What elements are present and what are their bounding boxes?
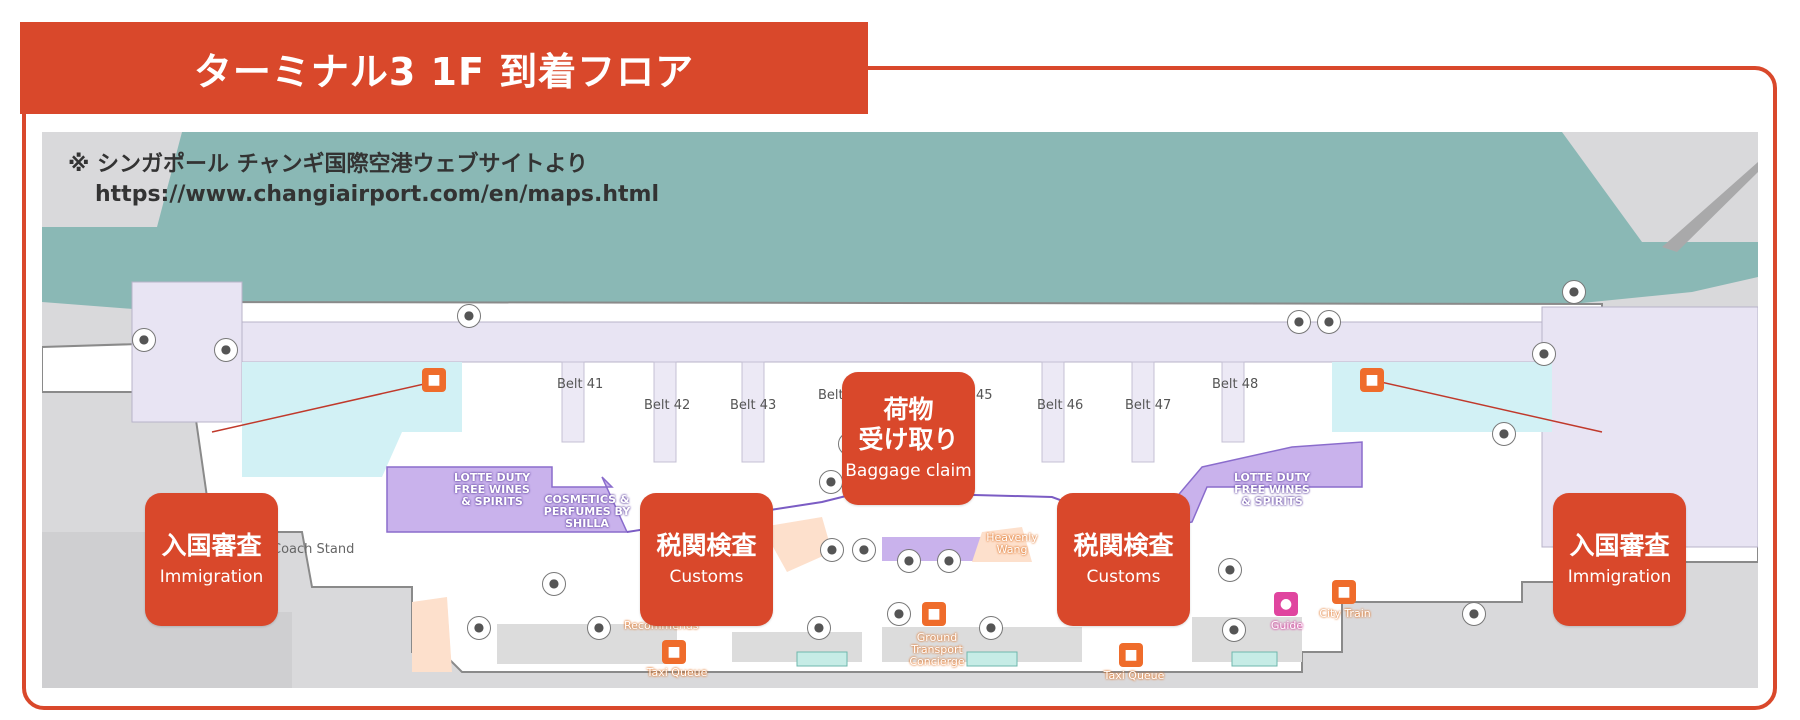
right-belt-hall — [1332, 362, 1552, 432]
belt-47-label: Belt 47 — [1125, 398, 1172, 413]
restroom-icon: ● — [1287, 310, 1311, 334]
shop-lotte-right: LOTTE DUTY FREE WINES & SPIRITS — [1233, 471, 1311, 508]
immigration-en: Immigration — [159, 566, 264, 587]
belt-46-bar — [1041, 361, 1065, 463]
family-restroom-icon: ● — [1492, 422, 1516, 446]
apron-area — [42, 132, 1758, 312]
restroom-icon: ● — [457, 304, 481, 328]
customs-label-left: 税関検査 Customs — [640, 493, 773, 626]
baggage-jp-line1: 荷物 — [883, 394, 934, 424]
family-restroom-icon: ● — [807, 616, 831, 640]
peach-shop-bottom — [412, 597, 452, 672]
belt-48-label: Belt 48 — [1212, 377, 1259, 392]
family-restroom-icon: ● — [1462, 602, 1486, 626]
upper-corridor — [221, 321, 1543, 363]
customs-label-right: 税関検査 Customs — [1057, 493, 1190, 626]
taxi-queue-right-label: Taxi Queue — [1103, 669, 1165, 682]
left-belt-hall — [242, 362, 462, 477]
family-restroom-icon: ● — [820, 538, 844, 562]
outer-frame — [22, 66, 1777, 710]
atm-icon: ● — [897, 549, 921, 573]
terminal-map: Belt 41 Belt 42 Belt 43 Belt 45 Belt 46 … — [42, 132, 1758, 688]
taxi-icon-right: ■ — [1119, 643, 1143, 667]
belt-42-bar — [653, 361, 677, 463]
family-restroom-icon: ● — [542, 572, 566, 596]
customs-jp: 税関検査 — [656, 530, 757, 560]
belt-47-bar — [1131, 361, 1155, 463]
belt-42-label: Belt 42 — [644, 398, 691, 413]
taxi-queue-left-label: Taxi Queue — [646, 666, 708, 679]
baggage-en: Baggage claim — [845, 460, 972, 481]
leader-line-right — [1371, 379, 1603, 433]
money-exchange-icon: ● — [937, 549, 961, 573]
ground-transport-icon: ■ — [922, 602, 946, 626]
teal-block-2 — [966, 651, 1018, 667]
ground-transport-label: Ground Transport Concierge — [909, 631, 965, 668]
guide-icon: ● — [1274, 592, 1298, 616]
family-restroom-icon: ● — [1532, 342, 1556, 366]
belt-45-label: 45 — [976, 388, 993, 403]
teal-block-3 — [1231, 651, 1278, 667]
customs-jp: 税関検査 — [1073, 530, 1174, 560]
family-restroom-icon: ● — [214, 338, 238, 362]
peach-shop-right — [972, 527, 1032, 562]
family-restroom-icon: ● — [587, 616, 611, 640]
credit-line: ※ シンガポール チャンギ国際空港ウェブサイトより — [68, 152, 589, 177]
baggage-service-icon-right: ■ — [1360, 368, 1384, 392]
lotte-left-shop — [386, 466, 629, 533]
shop-lotte-left: LOTTE DUTY FREE WINES & SPIRITS — [453, 471, 531, 508]
page-title: ターミナル3 1F 到着フロア — [20, 22, 868, 114]
belt-43-bar — [741, 361, 765, 463]
baggage-service-icon-left: ■ — [422, 368, 446, 392]
family-restroom-icon: ● — [1218, 558, 1242, 582]
immigration-en: Immigration — [1567, 566, 1672, 587]
immigration-jp: 入国審査 — [1569, 530, 1670, 560]
right-road — [1662, 162, 1758, 252]
belt-43-label: Belt 43 — [730, 398, 777, 413]
restroom-icon: ● — [1562, 280, 1586, 304]
family-restroom-icon: ● — [979, 616, 1003, 640]
belt-44-label: Belt — [818, 388, 844, 403]
belt-46-label: Belt 46 — [1037, 398, 1084, 413]
peach-shop-left — [762, 517, 832, 572]
baggage-jp-line2: 受け取り — [858, 424, 959, 454]
restroom-icon: ● — [132, 328, 156, 352]
immigration-label-left: 入国審査 Immigration — [145, 493, 278, 626]
restroom-icon: ● — [819, 470, 843, 494]
immigration-jp: 入国審査 — [161, 530, 262, 560]
teal-block-1 — [796, 651, 848, 667]
city-train-label: City Train — [1319, 607, 1371, 620]
customs-en: Customs — [1086, 566, 1161, 587]
source-credit: ※ シンガポール チャンギ国際空港ウェブサイトより https://www.ch… — [68, 150, 659, 210]
belt-41-label: Belt 41 — [557, 377, 604, 392]
customs-en: Customs — [669, 566, 744, 587]
belt-41-bar — [561, 361, 585, 443]
leader-line-left — [211, 379, 443, 433]
restroom-icon: ● — [852, 538, 876, 562]
wheelchair-icon: ● — [467, 616, 491, 640]
city-train-icon: ■ — [1332, 580, 1356, 604]
guide-label: Guide — [1270, 619, 1304, 632]
shop-cosmetics: COSMETICS & PERFUMES BY SHILLA — [543, 493, 631, 530]
coach-stand-label: Coach Stand — [272, 542, 355, 557]
belt-48-bar — [1221, 361, 1245, 443]
credit-url: https://www.changiairport.com/en/maps.ht… — [95, 182, 659, 207]
taxi-icon-left: ■ — [662, 640, 686, 664]
family-restroom-icon: ● — [1222, 618, 1246, 642]
wheelchair-icon: ● — [1317, 310, 1341, 334]
immigration-label-right: 入国審査 Immigration — [1553, 493, 1686, 626]
heavenly-wang-label: Heavenly Wang — [986, 531, 1038, 556]
information-icon: ● — [887, 602, 911, 626]
baggage-claim-label: 荷物 受け取り Baggage claim — [842, 372, 975, 505]
